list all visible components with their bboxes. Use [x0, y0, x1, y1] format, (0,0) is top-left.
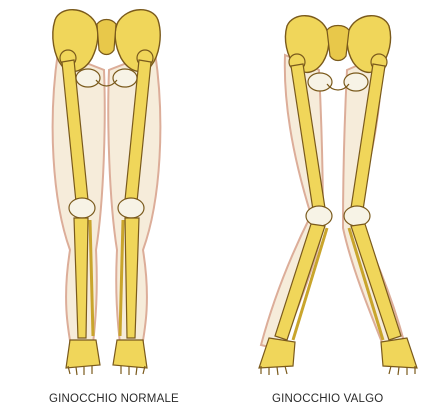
tibias-normal — [74, 218, 139, 338]
knee-joints-valgus — [306, 206, 370, 226]
normal-knee-skeleton-figure — [0, 0, 213, 380]
feet-valgus — [259, 338, 417, 375]
caption-normal-knee: GINOCCHIO NORMALE — [49, 393, 179, 405]
valgus-knee-skeleton-figure — [213, 0, 426, 380]
caption-valgus-knee: GINOCCHIO VALGO — [272, 393, 383, 405]
knee-joints-normal — [69, 198, 144, 218]
femurs-normal — [60, 50, 153, 202]
feet-normal — [66, 340, 147, 375]
